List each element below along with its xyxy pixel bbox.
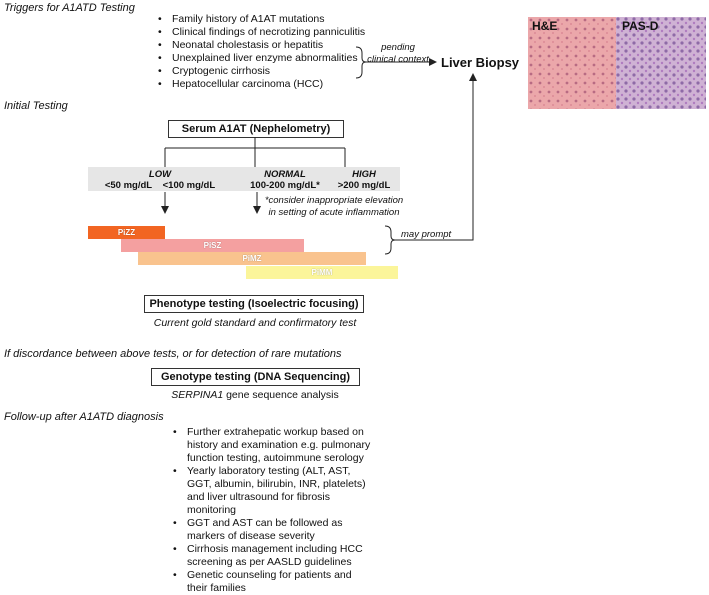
phenotype-label-pizz: PiZZ bbox=[117, 228, 136, 237]
trigger-item: Neonatal cholestasis or hepatitis bbox=[156, 39, 376, 52]
trigger-item: Unexplained liver enzyme abnormalities bbox=[156, 52, 376, 65]
level-high-range: >200 mg/dL bbox=[337, 180, 391, 191]
genotype-subtext-rest: gene sequence analysis bbox=[223, 389, 339, 401]
initial-title: Initial Testing bbox=[4, 100, 68, 112]
phenotype-testing-box: Phenotype testing (Isoelectric focusing) bbox=[144, 295, 364, 313]
level-high-name: HIGH bbox=[352, 169, 376, 180]
triggers-title: Triggers for A1ATD Testing bbox=[4, 2, 135, 14]
histology-image: H&E PAS-D bbox=[528, 17, 706, 109]
followup-item: Further extrahepatic workup based on his… bbox=[171, 426, 371, 465]
trigger-item: Clinical findings of necrotizing pannicu… bbox=[156, 26, 376, 39]
level-low-range-b: <100 mg/dL bbox=[162, 180, 216, 191]
phenotype-subtext: Current gold standard and confirmatory t… bbox=[153, 317, 357, 329]
elevation-note-line-2: in setting of acute inflammation bbox=[268, 207, 400, 218]
trigger-item: Cryptogenic cirrhosis bbox=[156, 65, 376, 78]
genotype-subtext: SERPINA1 gene sequence analysis bbox=[110, 389, 400, 401]
followup-item: Yearly laboratory testing (ALT, AST, GGT… bbox=[171, 465, 371, 517]
phenotype-bar-pisz: PiSZ bbox=[121, 239, 304, 252]
phenotype-label-pimz: PiMZ bbox=[242, 254, 262, 263]
level-low-range-a: <50 mg/dL bbox=[104, 180, 153, 191]
triggers-list: Family history of A1AT mutations Clinica… bbox=[156, 13, 376, 91]
triggers-bracket bbox=[355, 46, 367, 79]
level-low-ranges: <50 mg/dL <100 mg/dL bbox=[90, 180, 230, 191]
genotype-title: If discordance between above tests, or f… bbox=[4, 348, 342, 360]
phenotype-bar-pizz: PiZZ bbox=[88, 226, 165, 239]
phenotype-label-pimm: PiMM bbox=[311, 268, 333, 277]
phenotype-bar-pimz: PiMZ bbox=[138, 252, 366, 265]
liver-biopsy-label: Liver Biopsy bbox=[441, 55, 520, 70]
level-high: HIGH >200 mg/dL bbox=[334, 169, 394, 191]
level-normal-name: NORMAL bbox=[264, 169, 306, 180]
level-low-name: LOW bbox=[148, 169, 172, 180]
pasd-label: PAS-D bbox=[622, 19, 659, 33]
level-normal: NORMAL 100-200 mg/dL* bbox=[240, 169, 330, 191]
followup-title: Follow-up after A1ATD diagnosis bbox=[4, 411, 164, 423]
phenotype-bracket bbox=[384, 225, 396, 255]
he-label: H&E bbox=[532, 19, 558, 33]
pending-note: pending clinical context bbox=[367, 42, 429, 65]
serum-a1at-box: Serum A1AT (Nephelometry) bbox=[168, 120, 344, 138]
histology-picture bbox=[528, 17, 706, 109]
elevation-note-line-1: *consider inappropriate elevation bbox=[264, 195, 404, 206]
may-prompt-line bbox=[395, 73, 477, 241]
gene-name: SERPINA1 bbox=[171, 389, 224, 401]
may-prompt-note: may prompt bbox=[401, 229, 452, 240]
trigger-item: Family history of A1AT mutations bbox=[156, 13, 376, 26]
levels-band bbox=[88, 167, 400, 191]
phenotype-bar-pimm: PiMM bbox=[246, 266, 398, 279]
trigger-item: Hepatocellular carcinoma (HCC) bbox=[156, 78, 376, 91]
genotype-testing-box: Genotype testing (DNA Sequencing) bbox=[151, 368, 360, 386]
level-normal-range: 100-200 mg/dL* bbox=[250, 180, 320, 191]
followup-item: Genetic counseling for patients and thei… bbox=[171, 569, 371, 595]
elevation-note: *consider inappropriate elevation in set… bbox=[264, 195, 404, 219]
phenotype-label-pisz: PiSZ bbox=[203, 241, 222, 250]
level-low: LOW <50 mg/dL <100 mg/dL bbox=[90, 169, 230, 191]
followup-item: GGT and AST can be followed as markers o… bbox=[171, 517, 371, 543]
followup-item: Cirrhosis management including HCC scree… bbox=[171, 543, 371, 569]
connectors bbox=[161, 46, 477, 255]
